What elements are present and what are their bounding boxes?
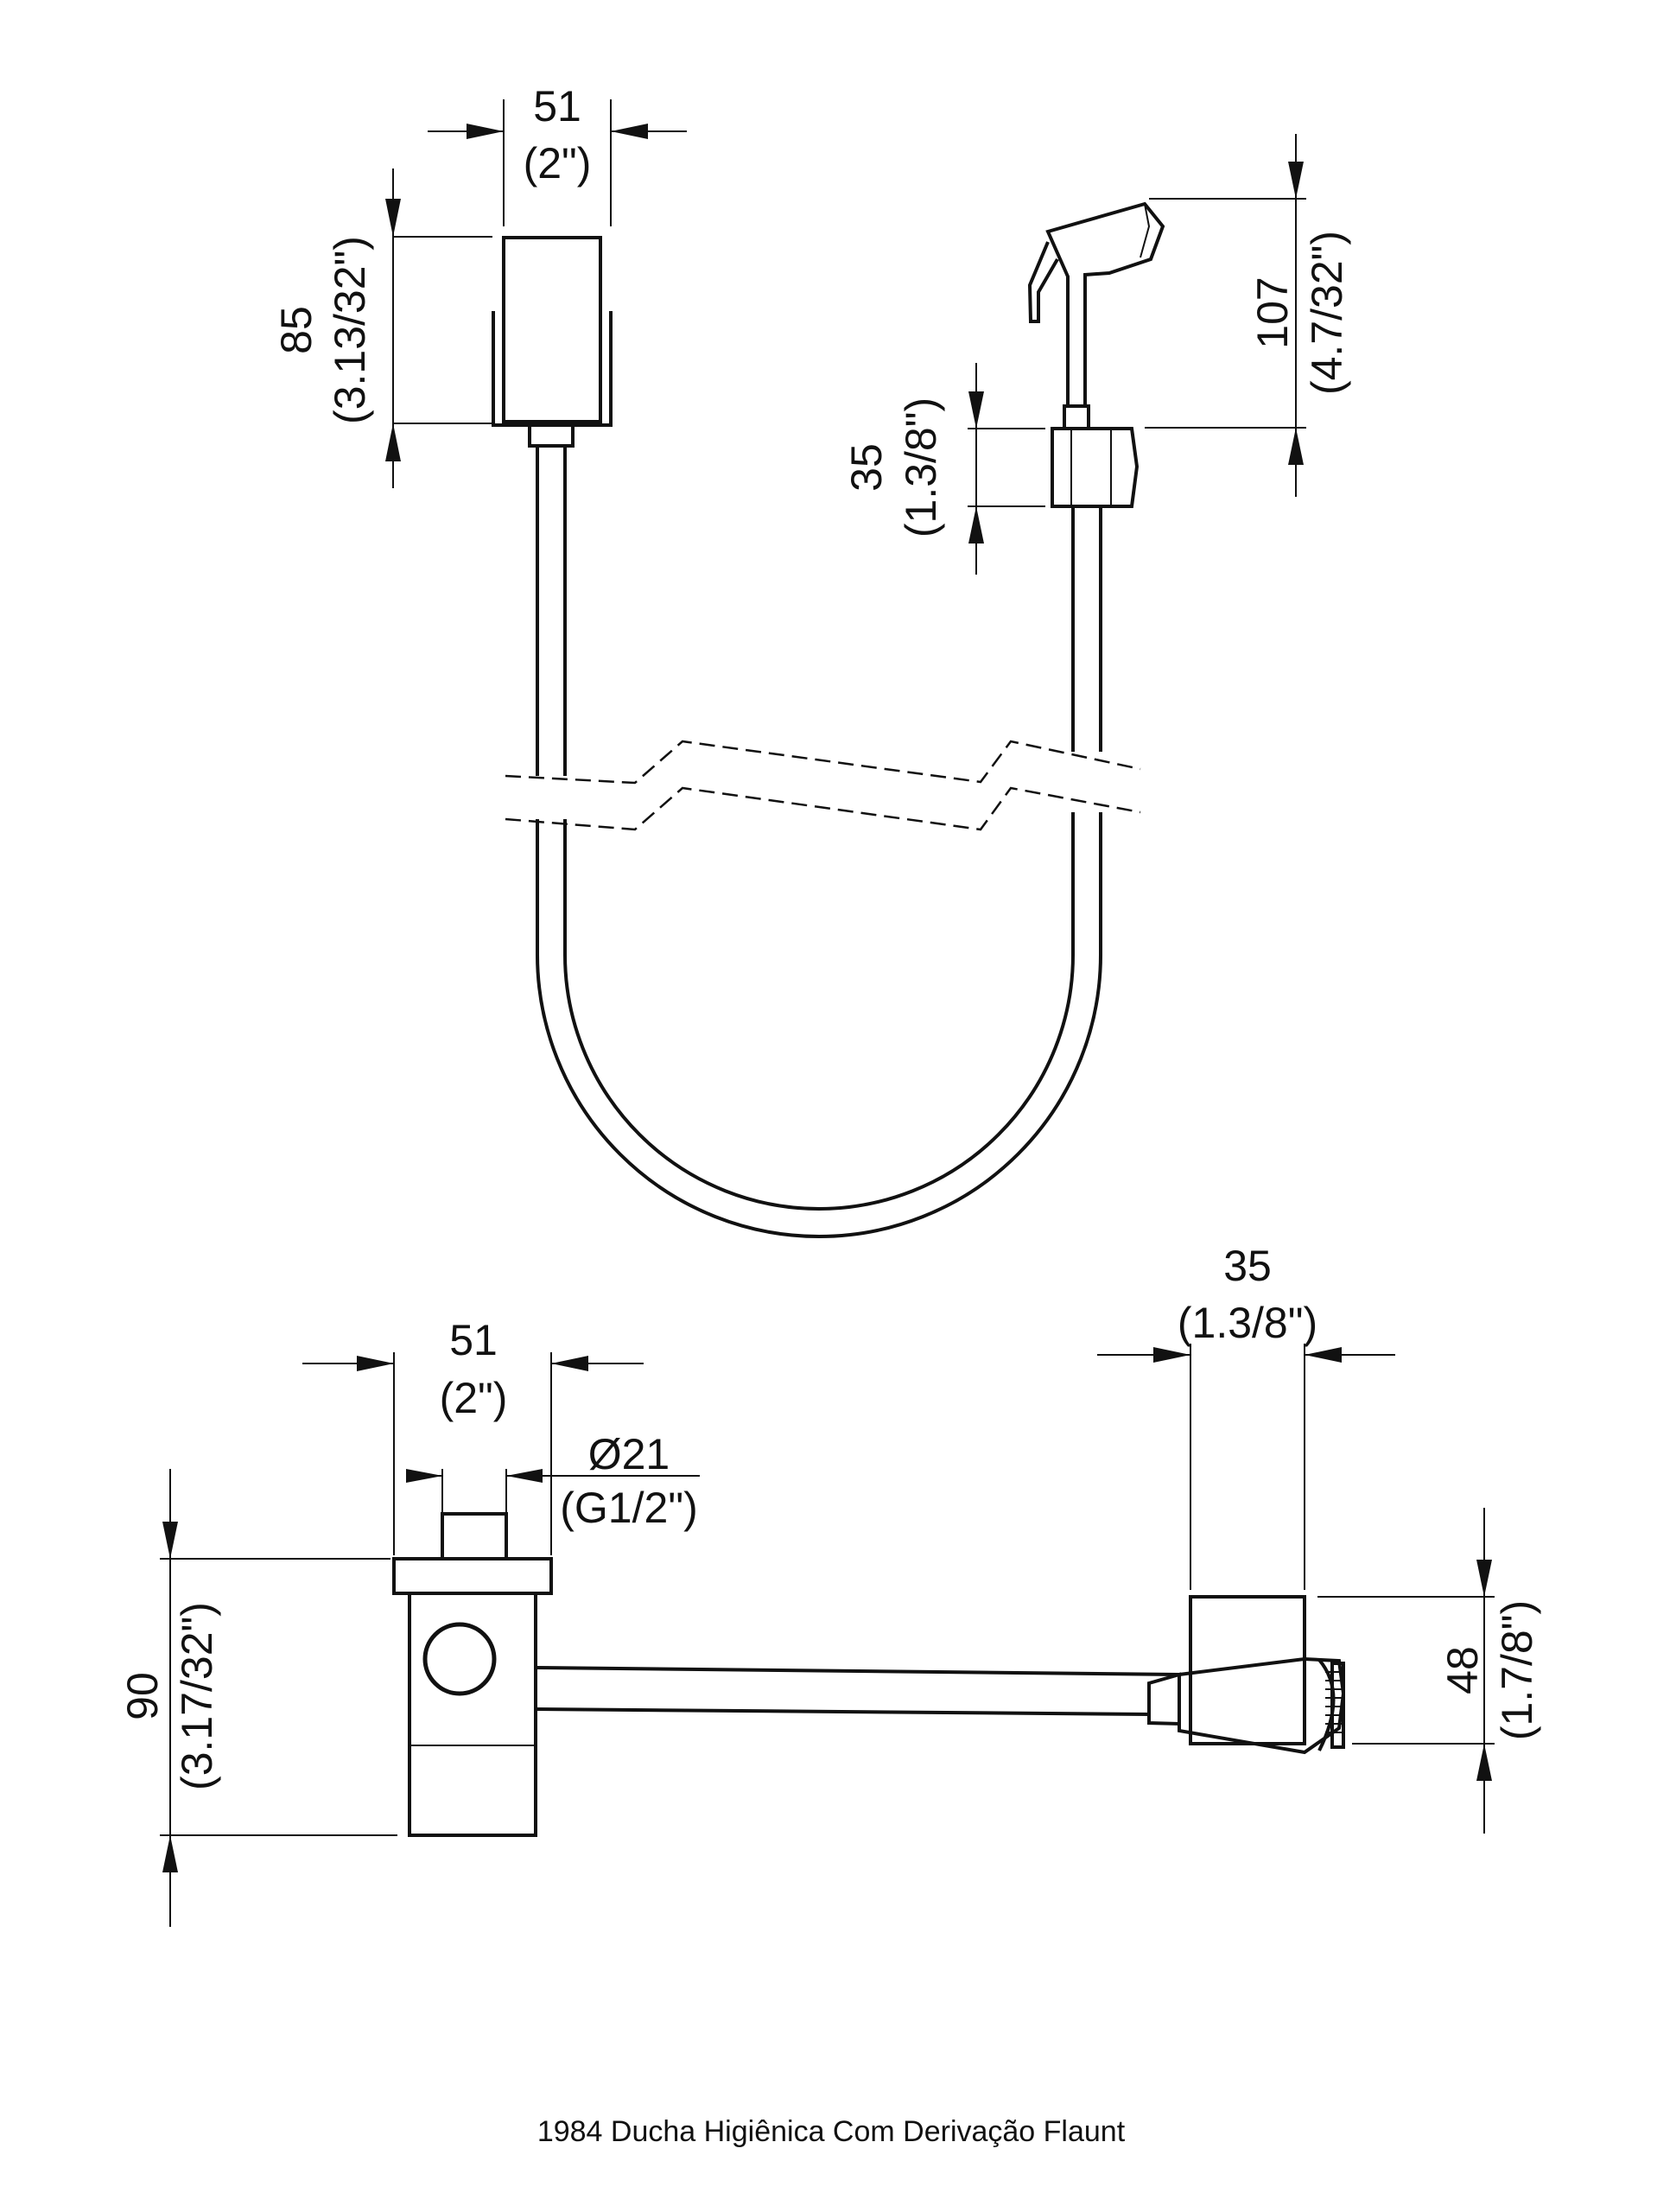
dim-inlet-diameter: Ø21 (G1/2") xyxy=(406,1430,700,1532)
dim-label-mm: 35 xyxy=(1223,1242,1272,1290)
dim-valve-height: 90 (3.17/32") xyxy=(118,1469,397,1927)
dim-label-mm: 85 xyxy=(272,306,321,354)
dim-label-mm: 48 xyxy=(1438,1646,1487,1694)
dim-label-inch: (3.17/32") xyxy=(173,1602,221,1790)
dim-shower-head-height: 107 (4.7/32") xyxy=(1145,134,1351,497)
dim-holder-depth: 48 (1.7/8") xyxy=(1317,1508,1541,1834)
dim-holder-width: 35 (1.3/8") xyxy=(1097,1242,1395,1590)
dim-label-mm: 51 xyxy=(449,1316,498,1364)
hose xyxy=(536,491,1102,1238)
dim-label-mm: 107 xyxy=(1248,276,1297,348)
dim-label-inch: (2") xyxy=(440,1374,508,1422)
dim-label-mm: 51 xyxy=(533,82,581,130)
wall-outlet xyxy=(492,236,613,491)
dim-holder-height: 35 (1.3/8") xyxy=(842,363,1045,575)
dim-label-mm: Ø21 xyxy=(588,1430,670,1478)
holder-side xyxy=(1147,1595,1346,1755)
dim-wall-outlet-width: 51 (2") xyxy=(428,82,687,226)
dim-label-inch: (1.3/8") xyxy=(1178,1299,1317,1347)
diverter-valve xyxy=(392,1512,553,1837)
dim-label-inch: (1.3/8") xyxy=(897,397,945,537)
dim-label-inch: (1.7/8") xyxy=(1493,1600,1541,1740)
dim-label-inch: (2") xyxy=(524,139,592,188)
dim-label-inch: (G1/2") xyxy=(560,1484,697,1532)
dim-label-inch: (3.13/32") xyxy=(326,236,374,424)
drawing-caption: 1984 Ducha Higiênica Com Derivação Flaun… xyxy=(537,2115,1126,2148)
dim-label-mm: 90 xyxy=(118,1672,167,1720)
dim-label-mm: 35 xyxy=(842,443,891,492)
dim-label-inch: (4.7/32") xyxy=(1303,231,1351,395)
break-lines xyxy=(505,740,1141,831)
hose-side xyxy=(535,1666,1180,1716)
shower-head xyxy=(1027,201,1165,518)
dim-valve-width: 51 (2") xyxy=(302,1316,644,1555)
dim-wall-outlet-height: 85 (3.13/32") xyxy=(272,168,492,488)
